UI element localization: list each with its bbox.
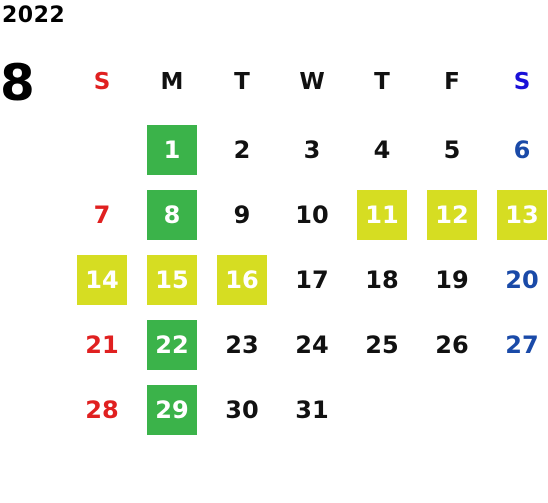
day-cell-21[interactable]: 21 (85, 331, 119, 359)
day-cell-14[interactable]: 14 (77, 255, 127, 305)
day-cell-24[interactable]: 24 (295, 331, 329, 359)
day-cell-23[interactable]: 23 (225, 331, 259, 359)
day-cell-31[interactable]: 31 (295, 396, 329, 424)
day-cell-5[interactable]: 5 (443, 136, 461, 164)
day-cell-1[interactable]: 1 (147, 125, 197, 175)
day-cell-10[interactable]: 10 (295, 201, 329, 229)
day-cell-28[interactable]: 28 (85, 396, 119, 424)
weekday-header-1: M (160, 69, 184, 95)
day-cell-13[interactable]: 13 (497, 190, 547, 240)
day-cell-29[interactable]: 29 (147, 385, 197, 435)
day-cell-8[interactable]: 8 (147, 190, 197, 240)
day-cell-16[interactable]: 16 (217, 255, 267, 305)
day-cell-26[interactable]: 26 (435, 331, 469, 359)
day-cell-9[interactable]: 9 (233, 201, 251, 229)
weekday-header-2: T (234, 69, 250, 95)
day-cell-30[interactable]: 30 (225, 396, 259, 424)
day-cell-15[interactable]: 15 (147, 255, 197, 305)
day-cell-25[interactable]: 25 (365, 331, 399, 359)
weekday-header-6: S (513, 69, 531, 95)
weekday-header-3: W (299, 69, 325, 95)
weekday-header-4: T (374, 69, 390, 95)
day-cell-20[interactable]: 20 (505, 266, 539, 294)
day-cell-17[interactable]: 17 (295, 266, 329, 294)
day-cell-4[interactable]: 4 (373, 136, 391, 164)
day-cell-22[interactable]: 22 (147, 320, 197, 370)
day-cell-2[interactable]: 2 (233, 136, 251, 164)
day-cell-12[interactable]: 12 (427, 190, 477, 240)
day-cell-6[interactable]: 6 (513, 136, 531, 164)
day-cell-27[interactable]: 27 (505, 331, 539, 359)
day-cell-11[interactable]: 11 (357, 190, 407, 240)
weekday-header-0: S (93, 69, 111, 95)
day-cell-3[interactable]: 3 (303, 136, 321, 164)
day-cell-19[interactable]: 19 (435, 266, 469, 294)
weekday-header-5: F (444, 69, 460, 95)
month-number: 8 (0, 54, 35, 112)
day-cell-7[interactable]: 7 (93, 201, 111, 229)
day-cell-18[interactable]: 18 (365, 266, 399, 294)
year-label: 2022 (2, 3, 66, 28)
